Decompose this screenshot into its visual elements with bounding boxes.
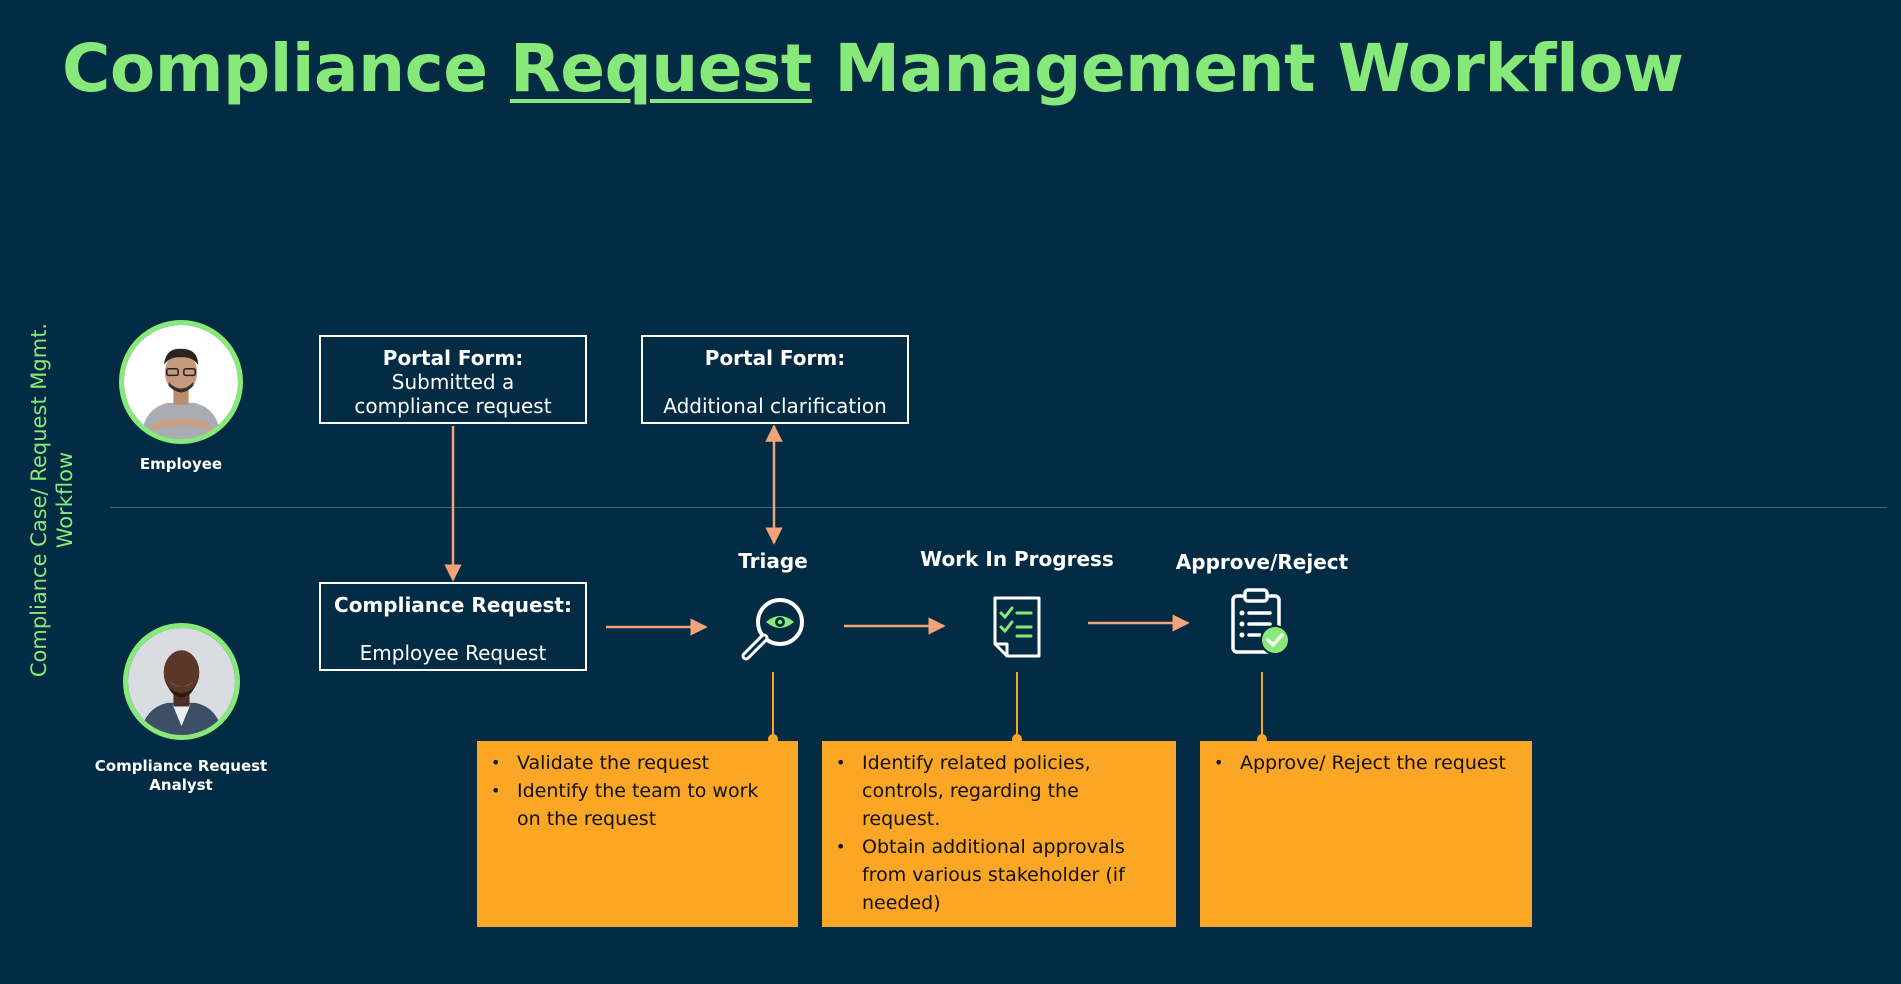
list-item: Obtain additional approvals from various…: [834, 833, 1162, 917]
analyst-photo: [128, 628, 235, 735]
compliance-request-heading: Compliance Request:: [334, 593, 572, 617]
portal-submit-heading: Portal Form:: [382, 346, 524, 370]
portal-form-submit-box: Portal Form: Submitted a compliance requ…: [319, 335, 587, 424]
magnifier-eye-icon: [736, 592, 808, 664]
portal-clarify-heading: Portal Form:: [704, 346, 846, 370]
note-wip-list: Identify related policies, controls, reg…: [834, 749, 1162, 917]
employee-avatar: [119, 320, 243, 444]
checklist-document-icon: [991, 596, 1043, 658]
note-wip: Identify related policies, controls, reg…: [822, 741, 1176, 927]
list-item: Identify the team to work on the request: [489, 777, 784, 833]
clipboard-check-icon: [1228, 588, 1292, 656]
note-approve: Approve/ Reject the request: [1200, 741, 1532, 927]
compliance-request-box: Compliance Request: Employee Request: [319, 582, 587, 671]
title-underlined-word: Request: [509, 30, 812, 107]
stage-label-wip: Work In Progress: [920, 547, 1114, 571]
page-title: Compliance Request Management Workflow: [62, 30, 1684, 107]
lane-divider: [110, 507, 1887, 508]
note-approve-list: Approve/ Reject the request: [1212, 749, 1518, 777]
analyst-avatar: [123, 623, 240, 740]
stage-label-approve: Approve/Reject: [1175, 550, 1349, 574]
note-triage: Validate the request Identify the team t…: [477, 741, 798, 927]
list-item: Approve/ Reject the request: [1212, 749, 1518, 777]
portal-form-clarify-box: Portal Form: Additional clarification: [641, 335, 909, 424]
list-item: Identify related policies, controls, reg…: [834, 749, 1162, 833]
portal-submit-line1: Submitted a: [391, 370, 515, 394]
employee-photo: [124, 325, 238, 439]
stage-label-triage: Triage: [738, 549, 808, 573]
employee-label: Employee: [139, 455, 223, 473]
portal-clarify-line1: Additional clarification: [663, 394, 887, 418]
list-item: Validate the request: [489, 749, 784, 777]
note-triage-list: Validate the request Identify the team t…: [489, 749, 784, 833]
portal-submit-line2: compliance request: [354, 394, 552, 418]
compliance-request-line1: Employee Request: [359, 641, 547, 665]
